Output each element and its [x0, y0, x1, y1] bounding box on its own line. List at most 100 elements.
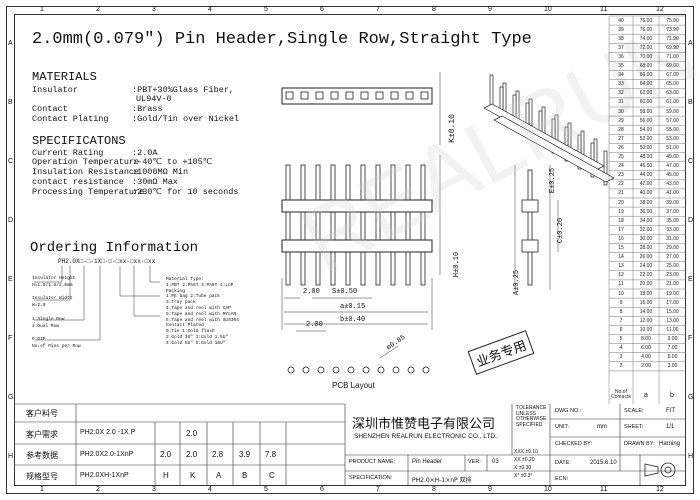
row-marker-right: C — [688, 158, 694, 165]
spec-current-label: Current Rating — [32, 148, 104, 158]
col-marker-top: 11 — [600, 6, 608, 13]
col-marker-bottom: 4 — [208, 486, 212, 493]
reference-cell-2: 2.8 — [212, 450, 224, 459]
pin-front — [405, 164, 411, 286]
reference-cell-0: 2.0 — [160, 450, 172, 459]
col-marker-top: 10 — [544, 6, 552, 13]
table-cell-contacts: 22 — [618, 181, 624, 188]
table-cell-a: 50.00 — [639, 144, 653, 151]
row-marker-left: C — [8, 158, 14, 165]
table-cell-a: 26.00 — [639, 254, 653, 261]
dim-s: S±0.50 — [332, 288, 358, 296]
row-marker-left: B — [8, 99, 13, 106]
table-cell-a: 68.00 — [639, 63, 653, 69]
col-marker-top: 1 — [40, 6, 44, 13]
dim-pitch: 2.00 — [303, 288, 320, 296]
table-cell-a: 66.00 — [639, 72, 653, 79]
table-cell-a: 70.00 — [639, 53, 653, 60]
table-cell-contacts: 11 — [618, 281, 624, 288]
ordering-right-note: 4:Tape and reel with CAP — [166, 306, 231, 311]
row-marker-left: F — [8, 335, 13, 342]
dim-h: H±0.10 — [453, 251, 462, 278]
row-marker-right: G — [688, 394, 694, 401]
table-cell-a: 2.00 — [641, 363, 651, 370]
table-cell-a: 40.00 — [639, 190, 653, 197]
pin-top-square — [375, 91, 384, 100]
model-cell-1: K — [190, 471, 196, 480]
table-cell-a: 44.00 — [639, 172, 653, 179]
table-cell-contacts: 33 — [618, 81, 624, 88]
scale-label: SCALE: — [624, 408, 644, 414]
table-cell-contacts: 15 — [618, 245, 624, 251]
table-cell-contacts: 35 — [618, 63, 624, 69]
table-cell-b: 59.00 — [666, 108, 679, 115]
pin-top-square — [345, 91, 354, 100]
col-marker-bottom: 11 — [600, 486, 608, 493]
pcb-hole — [287, 366, 295, 374]
pin-front — [375, 164, 381, 286]
table-cell-b: 37.00 — [666, 208, 679, 215]
table-cell-b: 31.00 — [666, 235, 679, 242]
pcb-pitch: 2.00 — [306, 321, 323, 329]
table-cell-contacts: 27 — [618, 135, 624, 142]
table-cell-a: 8.00 — [641, 336, 651, 342]
materials-heading: MATERIALS — [32, 70, 97, 84]
table-cell-b: 67.00 — [666, 72, 679, 79]
table-cell-b: 75.90 — [666, 17, 679, 24]
drawing-title: 2.0mm(0.079") Pin Header,Single Row,Stra… — [32, 30, 532, 49]
ordering-heading: Ordering Information — [30, 240, 199, 256]
pin-top-square — [315, 91, 324, 100]
col-marker-top: 5 — [264, 6, 268, 13]
table-cell-b: 69.90 — [666, 44, 679, 51]
table-cell-b: 49.00 — [666, 154, 679, 160]
reference-label: 参考数据 — [26, 451, 58, 460]
table-cell-a: 72.00 — [639, 44, 653, 51]
table-cell-b: 73.90 — [666, 26, 679, 33]
table-cell-contacts: 6 — [619, 326, 623, 333]
table-cell-a: 54.00 — [639, 126, 653, 133]
ordering-left-note: H=1.0/1.5/2.0mm — [32, 283, 73, 288]
table-cell-b: 13.00 — [666, 317, 679, 324]
customer-part-label: 客户料号 — [26, 409, 58, 418]
table-cell-contacts: 5 — [619, 336, 623, 342]
table-cell-contacts: 9 — [619, 299, 623, 306]
reference-cell-3: 3.9 — [239, 450, 251, 459]
table-cell-b: 51.00 — [666, 144, 679, 151]
material-insulator-label: Insulator — [32, 85, 78, 95]
material-insulator-value: :PBT+30%Glass Fiber, — [132, 85, 235, 95]
reference-cell-1: 2.0 — [186, 450, 198, 459]
table-cell-b: 61.00 — [666, 99, 679, 106]
ordering-right-note: 3:Tray pack — [166, 300, 196, 306]
table-cell-a: 22.00 — [639, 272, 653, 279]
table-cell-contacts: 12 — [618, 272, 624, 279]
dim-k: K±0.10 — [447, 114, 457, 143]
table-cell-a: 28.00 — [639, 245, 653, 251]
table-cell-a: 38.00 — [639, 199, 653, 206]
table-cell-contacts: 16 — [618, 235, 624, 242]
ordering-left-note: Insulator Height — [32, 276, 76, 281]
table-footer-contacts: No.of Contacts — [611, 389, 631, 400]
spec-label: SPECIFICATION: — [349, 475, 393, 481]
col-marker-bottom: 3 — [152, 486, 156, 493]
unit-value: mm — [597, 424, 607, 430]
table-cell-b: 7.00 — [667, 345, 678, 352]
iso-body — [493, 115, 615, 183]
table-cell-b: 33.00 — [666, 226, 679, 233]
table-cell-contacts: 14 — [618, 254, 624, 261]
table-cell-a: 34.00 — [639, 217, 653, 224]
table-cell-contacts: 7 — [619, 317, 623, 324]
table-cell-b: 29.00 — [666, 245, 679, 251]
sheet-value: 1/1 — [666, 424, 675, 430]
table-cell-b: 39.00 — [666, 199, 679, 206]
table-cell-contacts: 26 — [618, 144, 624, 151]
tol-xxx: XXX ±0.10 — [514, 449, 538, 455]
col-marker-bottom: 2 — [96, 486, 100, 493]
material-plating-label: Contact Plating — [32, 114, 109, 124]
table-cell-b: 69.00 — [666, 63, 679, 69]
table-cell-a: 4.00 — [641, 354, 651, 361]
table-cell-a: 56.00 — [639, 117, 653, 124]
iso-pin — [564, 126, 569, 162]
col-marker-top: 9 — [488, 6, 492, 13]
model-cell-2: A — [216, 471, 222, 480]
